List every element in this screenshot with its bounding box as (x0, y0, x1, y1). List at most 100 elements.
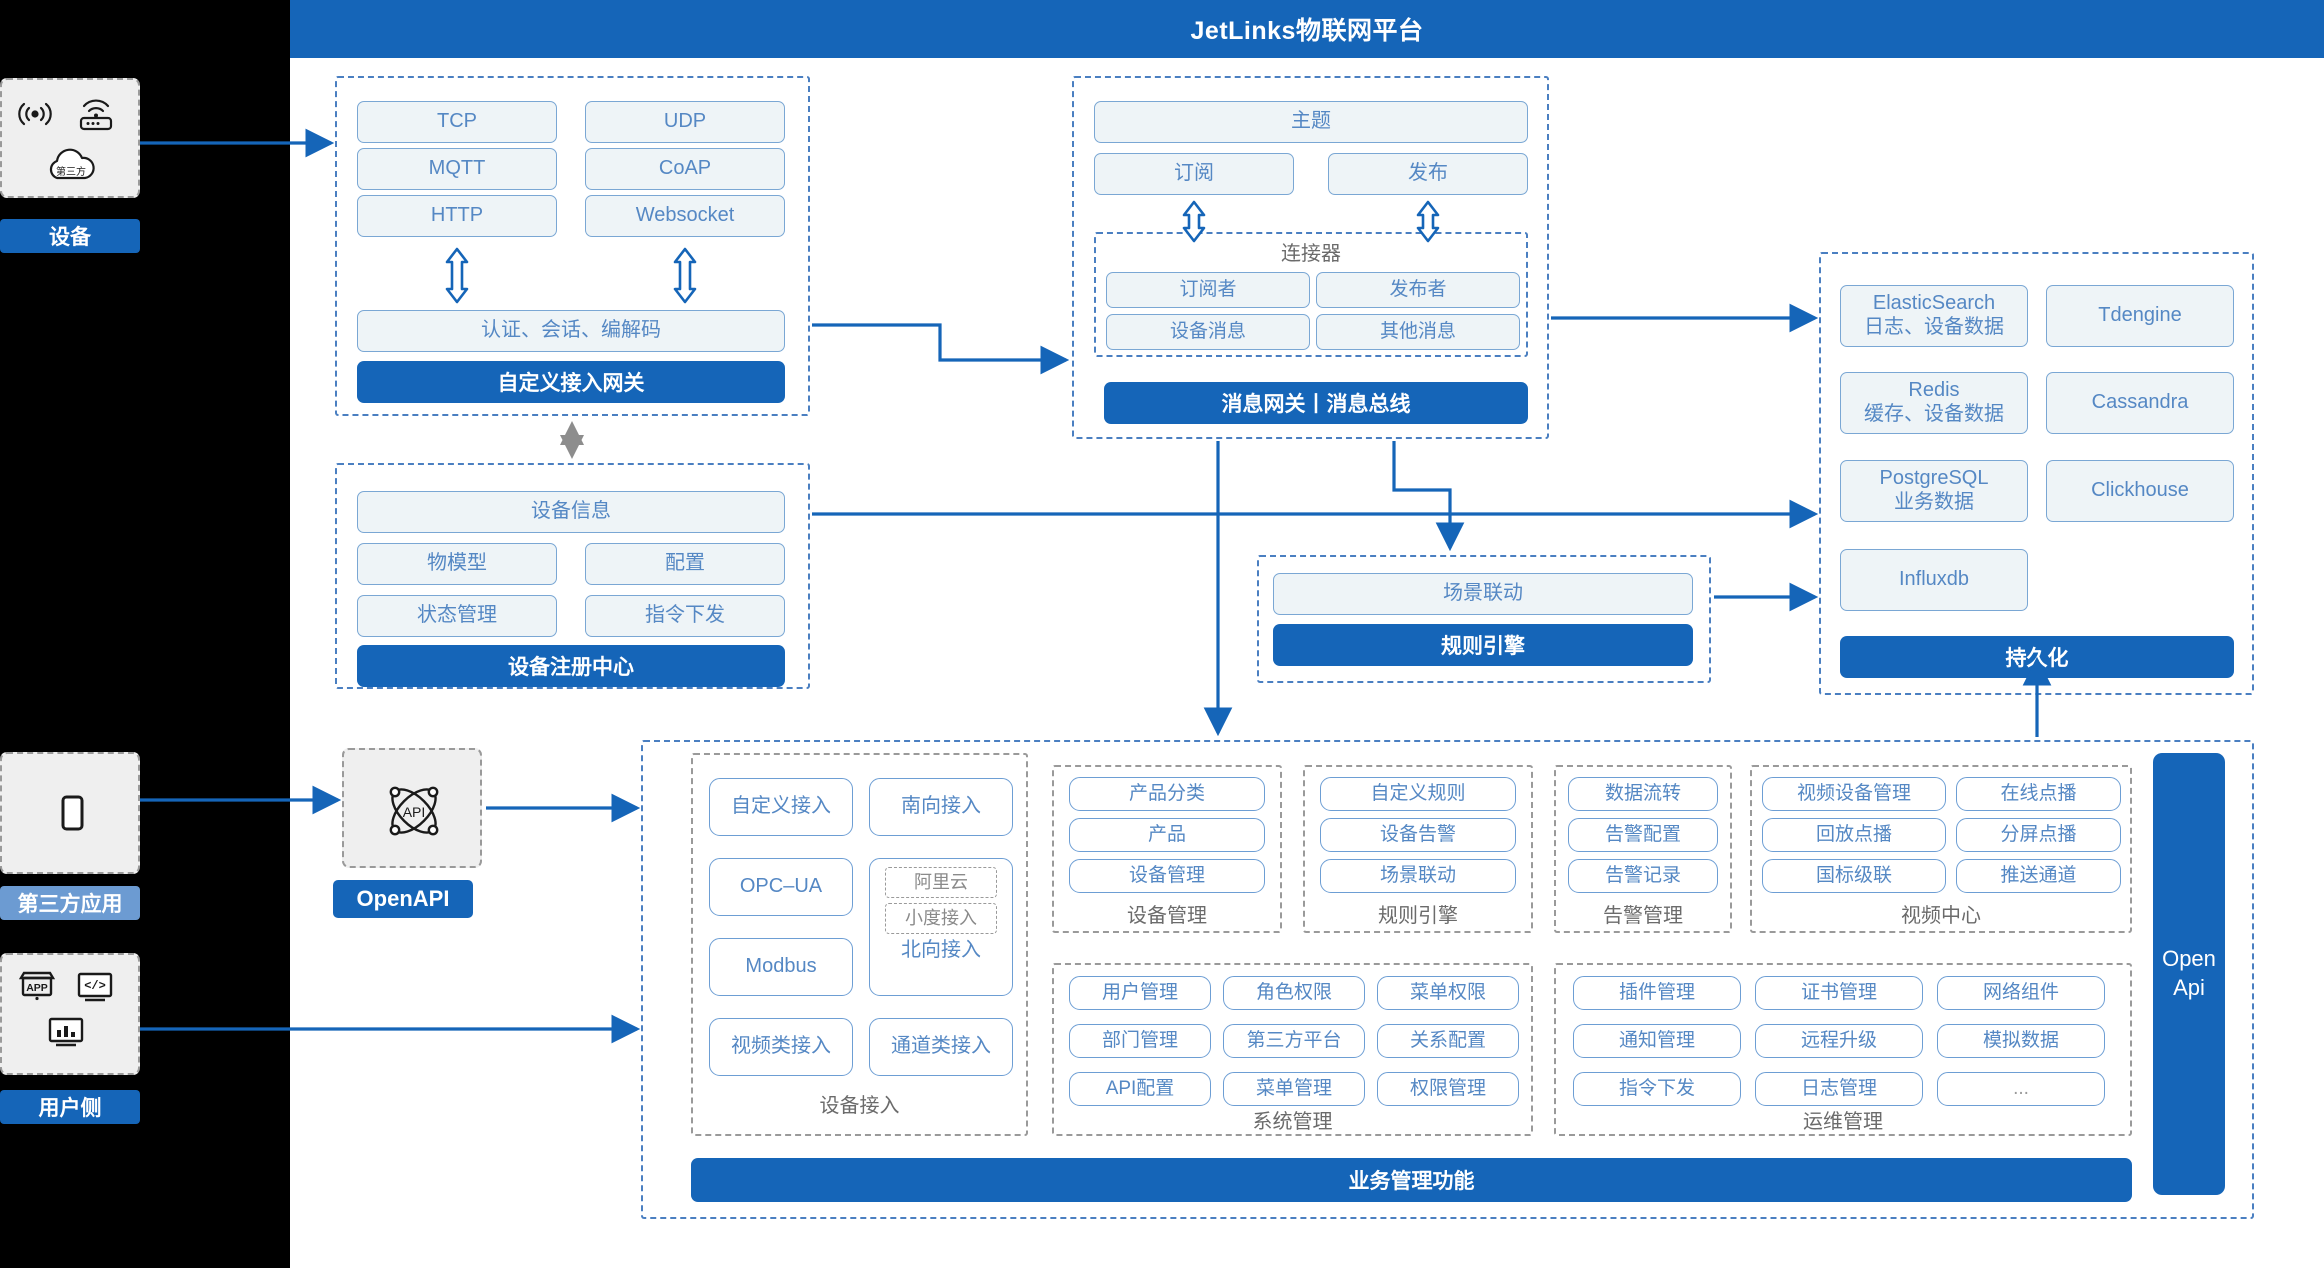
gateway-auth-codec[interactable]: 认证、会话、编解码 (357, 310, 785, 352)
page-title: JetLinks物联网平台 (290, 0, 2324, 58)
message-bus-footer[interactable]: 消息网关丨消息总线 (1104, 382, 1528, 424)
sys-user-management[interactable]: 用户管理 (1069, 976, 1211, 1010)
svg-text:API: API (403, 804, 426, 820)
db-redis[interactable]: Redis 缓存、设备数据 (1840, 372, 2028, 434)
device-card: 第三方 (0, 78, 140, 198)
db-clickhouse[interactable]: Clickhouse (2046, 460, 2234, 522)
ops-log-management[interactable]: 日志管理 (1755, 1072, 1923, 1106)
access-southbound[interactable]: 南向接入 (869, 778, 1013, 836)
message-bus-group (1072, 76, 1549, 439)
alarm-config[interactable]: 告警配置 (1568, 818, 1718, 852)
sys-api-config[interactable]: API配置 (1069, 1072, 1211, 1106)
sys-third-party-platform[interactable]: 第三方平台 (1223, 1024, 1365, 1058)
dashboard-chart-icon (48, 1017, 84, 1047)
sys-permission-management[interactable]: 权限管理 (1377, 1072, 1519, 1106)
business-col-video-center-label: 视频中心 (1901, 904, 1981, 927)
rule-scene-linkage[interactable]: 场景联动 (1320, 859, 1516, 893)
openapi-badge[interactable]: OpenAPI (333, 880, 473, 918)
persistence-footer[interactable]: 持久化 (1840, 636, 2234, 678)
sys-department-management[interactable]: 部门管理 (1069, 1024, 1211, 1058)
message-subscribe[interactable]: 订阅 (1094, 153, 1294, 195)
ops-notification-management[interactable]: 通知管理 (1573, 1024, 1741, 1058)
access-northbound-wrap[interactable]: 阿里云 小度接入 北向接入 (869, 858, 1013, 996)
connector-device-message[interactable]: 设备消息 (1106, 314, 1310, 350)
device-config[interactable]: 配置 (585, 543, 785, 585)
connector-other-message[interactable]: 其他消息 (1316, 314, 1520, 350)
protocol-mqtt[interactable]: MQTT (357, 148, 557, 190)
video-push-channel[interactable]: 推送通道 (1956, 859, 2121, 893)
connector-subscriber[interactable]: 订阅者 (1106, 272, 1310, 308)
devmgmt-device-management[interactable]: 设备管理 (1069, 859, 1265, 893)
ops-command-dispatch[interactable]: 指令下发 (1573, 1072, 1741, 1106)
db-tdengine[interactable]: Tdengine (2046, 285, 2234, 347)
access-channel[interactable]: 通道类接入 (869, 1018, 1013, 1076)
connector-label: 连接器 (1281, 242, 1341, 265)
video-playback[interactable]: 回放点播 (1762, 818, 1946, 852)
access-video[interactable]: 视频类接入 (709, 1018, 853, 1076)
svg-text:</>: </> (84, 979, 106, 993)
video-split-screen[interactable]: 分屏点播 (1956, 818, 2121, 852)
signal-wave-icon (18, 102, 52, 126)
device-badge: 设备 (0, 219, 140, 253)
devmgmt-product[interactable]: 产品 (1069, 818, 1265, 852)
protocol-http[interactable]: HTTP (357, 195, 557, 237)
ops-remote-upgrade[interactable]: 远程升级 (1755, 1024, 1923, 1058)
third-party-app-badge: 第三方应用 (0, 886, 140, 920)
ops-certificate-management[interactable]: 证书管理 (1755, 976, 1923, 1010)
protocol-udp[interactable]: UDP (585, 101, 785, 143)
rule-custom-rule[interactable]: 自定义规则 (1320, 777, 1516, 811)
rule-device-alarm[interactable]: 设备告警 (1320, 818, 1516, 852)
access-northbound-label: 北向接入 (901, 939, 981, 961)
devmgmt-product-category[interactable]: 产品分类 (1069, 777, 1265, 811)
business-col-rule-engine-label: 规则引擎 (1378, 904, 1458, 927)
access-modbus[interactable]: Modbus (709, 938, 853, 996)
video-online-play[interactable]: 在线点播 (1956, 777, 2121, 811)
video-gb-cascade[interactable]: 国标级联 (1762, 859, 1946, 893)
business-footer[interactable]: 业务管理功能 (691, 1158, 2132, 1202)
business-col-device-mgmt-label: 设备管理 (1127, 904, 1207, 927)
db-postgresql[interactable]: PostgreSQL 业务数据 (1840, 460, 2028, 522)
sys-menu-management[interactable]: 菜单管理 (1223, 1072, 1365, 1106)
protocol-tcp[interactable]: TCP (357, 101, 557, 143)
router-wifi-icon (79, 99, 113, 131)
device-info[interactable]: 设备信息 (357, 491, 785, 533)
alarm-data-flow[interactable]: 数据流转 (1568, 777, 1718, 811)
db-cassandra[interactable]: Cassandra (2046, 372, 2234, 434)
video-device-management[interactable]: 视频设备管理 (1762, 777, 1946, 811)
sys-relation-config[interactable]: 关系配置 (1377, 1024, 1519, 1058)
access-aliyun[interactable]: 阿里云 (885, 867, 997, 898)
openapi-vertical-bar[interactable]: Open Api (2153, 753, 2225, 1195)
device-registry-footer[interactable]: 设备注册中心 (357, 645, 785, 687)
message-publish[interactable]: 发布 (1328, 153, 1528, 195)
access-xiaodu[interactable]: 小度接入 (885, 903, 997, 934)
gateway-footer[interactable]: 自定义接入网关 (357, 361, 785, 403)
svg-text:第三方: 第三方 (56, 165, 86, 178)
rule-engine-footer[interactable]: 规则引擎 (1273, 624, 1693, 666)
alarm-record[interactable]: 告警记录 (1568, 859, 1718, 893)
db-elasticsearch[interactable]: ElasticSearch 日志、设备数据 (1840, 285, 2028, 347)
command-dispatch[interactable]: 指令下发 (585, 595, 785, 637)
db-elasticsearch-name: ElasticSearch (1872, 292, 1996, 315)
ops-plugin-management[interactable]: 插件管理 (1573, 976, 1741, 1010)
message-topic[interactable]: 主题 (1094, 101, 1528, 143)
business-col-video-center (1750, 765, 2132, 933)
state-management[interactable]: 状态管理 (357, 595, 557, 637)
connector-publisher[interactable]: 发布者 (1316, 272, 1520, 308)
db-influxdb[interactable]: Influxdb (1840, 549, 2028, 611)
sys-menu-permission[interactable]: 菜单权限 (1377, 976, 1519, 1010)
access-opcua[interactable]: OPC–UA (709, 858, 853, 916)
business-col-rule-engine (1303, 765, 1533, 933)
scene-linkage[interactable]: 场景联动 (1273, 573, 1693, 615)
access-custom[interactable]: 自定义接入 (709, 778, 853, 836)
ops-more[interactable]: ... (1937, 1072, 2105, 1106)
ops-network-component[interactable]: 网络组件 (1937, 976, 2105, 1010)
sys-role-permission[interactable]: 角色权限 (1223, 976, 1365, 1010)
mobile-phone-icon (61, 795, 84, 831)
db-postgresql-sub: 业务数据 (1894, 491, 1974, 513)
thing-model[interactable]: 物模型 (357, 543, 557, 585)
svg-text:APP: APP (26, 982, 48, 994)
protocol-websocket[interactable]: Websocket (585, 195, 785, 237)
ops-simulated-data[interactable]: 模拟数据 (1937, 1024, 2105, 1058)
user-side-badge: 用户侧 (0, 1090, 140, 1124)
protocol-coap[interactable]: CoAP (585, 148, 785, 190)
